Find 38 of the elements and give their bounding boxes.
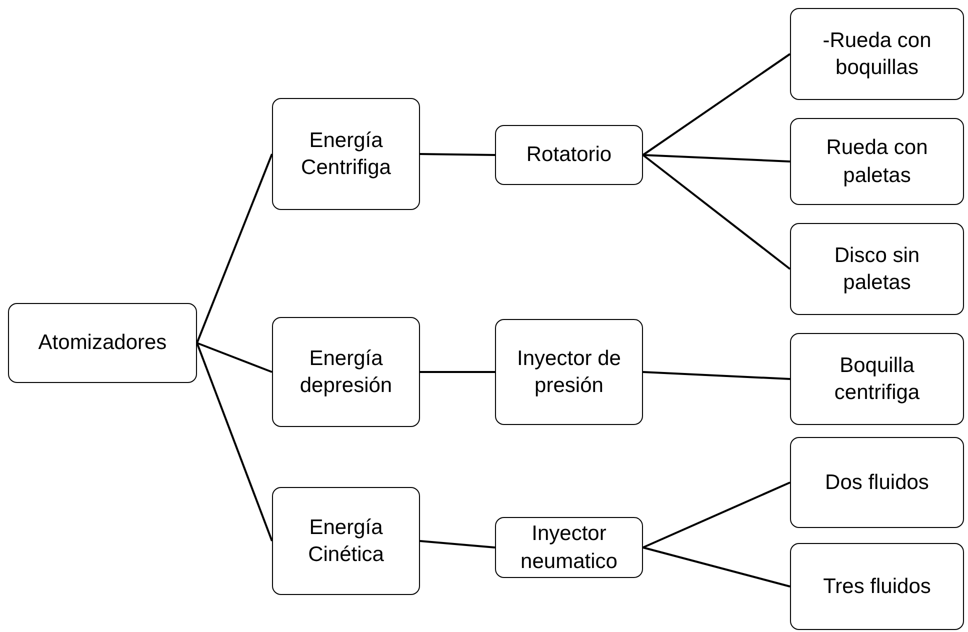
box-label: -Rueda con boquillas [822,28,932,81]
connector-line [420,371,495,373]
process-box [272,487,420,595]
connector-line [196,342,272,373]
process-box [272,98,420,210]
box-label: Atomizadores [38,330,167,356]
connector-line [196,342,273,542]
connector-line [642,371,790,380]
process-box [495,517,643,578]
process-box [8,303,197,383]
box-label: Disco sin paletas [833,242,921,296]
box-label: Rotatorio [526,142,612,168]
box-label: Tres fluidos [823,574,931,600]
connector-line [642,154,790,162]
process-box [790,543,964,630]
box-label: Inyector de presión [516,346,622,399]
box-label: Energía depresión [298,346,394,399]
process-box [272,317,420,427]
process-box [790,333,964,425]
connector-line [642,154,791,270]
box-label: Energía Centrifiga [300,128,392,181]
box-label: Boquilla centrifiga [833,352,921,406]
box-label: Rueda con paletas [825,135,929,188]
connector-line [420,540,496,548]
connector-line [196,154,273,344]
connector-line [420,153,496,156]
box-label: Inyector neumatico [520,521,618,574]
process-box [790,437,964,528]
connector-line [642,53,791,156]
box-label: Dos fluidos [825,470,929,496]
process-box [495,319,643,425]
process-box [790,118,964,205]
connector-line [642,482,790,548]
process-box [790,223,964,315]
process-box [495,125,643,185]
box-label: Energía Cinética [307,514,385,568]
connector-line [642,546,790,588]
process-box [790,8,964,100]
